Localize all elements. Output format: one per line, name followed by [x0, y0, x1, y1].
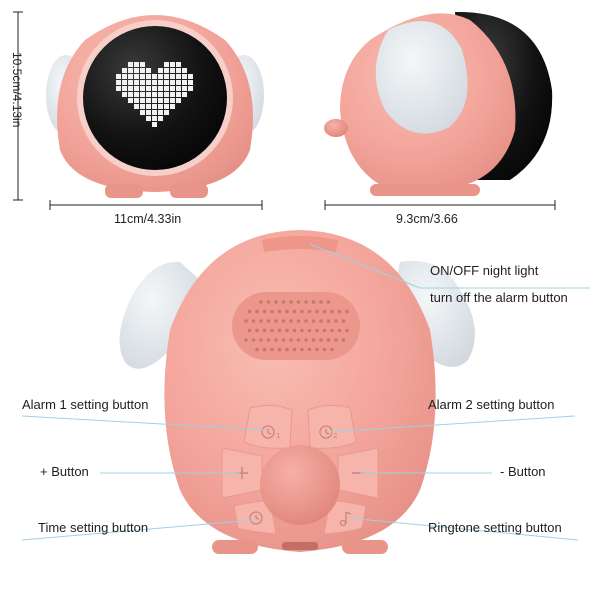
time-button[interactable] [233, 499, 277, 535]
speaker-grille [232, 292, 360, 360]
time-icon [249, 511, 263, 525]
side-ear [375, 21, 468, 134]
back-left-foot [212, 540, 258, 554]
alarm-1-button[interactable] [243, 404, 293, 449]
ringtone-label: Ringtone setting button [428, 520, 562, 535]
minus-label: - Button [500, 464, 546, 479]
plus-label: + Button [40, 464, 89, 479]
alarm-2-label: Alarm 2 setting button [428, 397, 555, 412]
back-view-clock: 1 2 [119, 230, 475, 554]
side-knob [324, 119, 348, 137]
time-label: Time setting button [38, 520, 149, 535]
height-dimension-label: 10.5cm/4.13in [10, 52, 24, 128]
side-view-clock [324, 11, 553, 196]
svg-text:1: 1 [276, 432, 280, 440]
alarm-1-icon: 1 [261, 425, 280, 440]
alarm-1-label: Alarm 1 setting button [22, 397, 149, 412]
svg-text:2: 2 [333, 432, 337, 440]
on-off-label: ON/OFF night light [430, 263, 539, 278]
ringtone-button[interactable] [323, 499, 367, 535]
alarm-2-button[interactable] [307, 404, 357, 449]
back-right-foot [342, 540, 388, 554]
turn-off-alarm-label: turn off the alarm button [430, 290, 568, 305]
front-width-label: 11cm/4.33in [114, 212, 182, 226]
back-left-ear [119, 261, 200, 369]
heart-icon [116, 62, 193, 127]
left-foot [105, 184, 143, 198]
center-knob[interactable] [260, 445, 340, 525]
right-foot [170, 184, 208, 198]
ringtone-icon [339, 511, 352, 527]
side-foot [370, 184, 480, 196]
side-depth-label: 9.3cm/3.66 [396, 212, 458, 226]
front-view-clock [46, 15, 264, 198]
usb-port [282, 542, 318, 550]
leader-lines [21, 243, 590, 541]
